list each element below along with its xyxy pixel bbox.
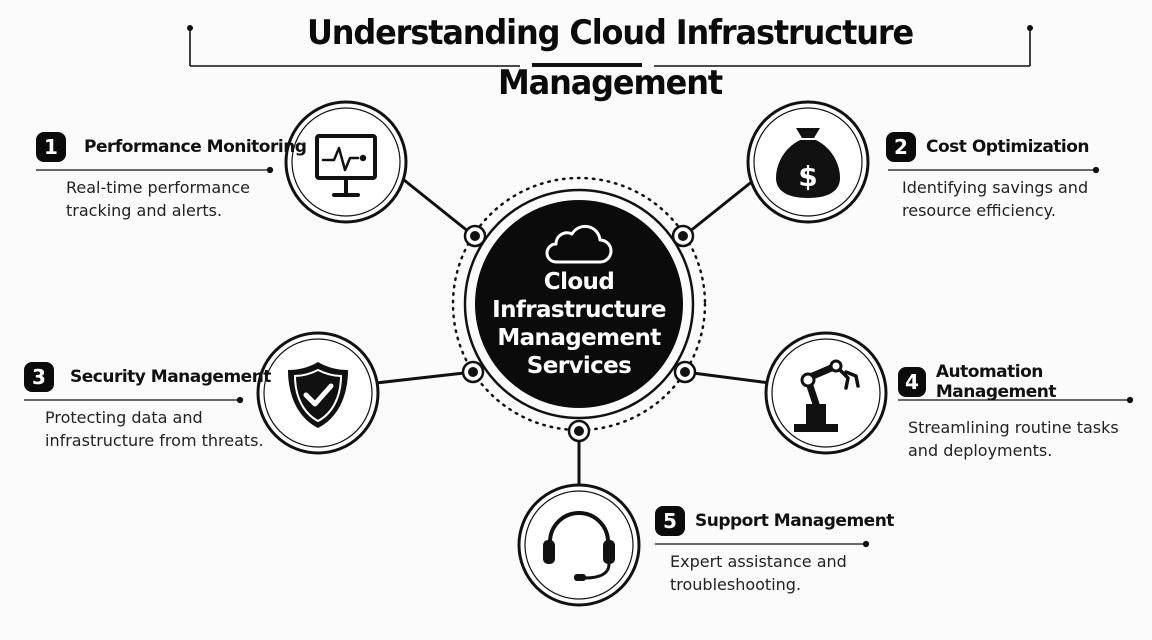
headset-icon (543, 511, 615, 581)
description-line: Identifying savings and (902, 178, 1089, 197)
hub-line: Cloud (543, 269, 615, 295)
description-line: Expert assistance and (670, 552, 847, 571)
robot-arm-icon (794, 359, 860, 432)
item-heading: 4 Automation Management (898, 362, 1152, 402)
hub-core (475, 200, 683, 408)
shield-check-icon (288, 362, 348, 428)
item-number-badge: 3 (24, 362, 54, 392)
item-title: Security Management (70, 367, 271, 387)
heading-underline-3 (24, 396, 244, 404)
money-bag-icon: $ (776, 128, 840, 198)
description-line: infrastructure from threats. (45, 431, 264, 450)
item-title: Cost Optimization (926, 137, 1090, 157)
item-security-management: 3 Security Management Protecting data an… (24, 362, 271, 452)
item-description: Identifying savings and resource efficie… (902, 176, 1089, 222)
description-line: Real-time performance (66, 178, 250, 197)
joint-dot-4 (673, 360, 697, 384)
item-title: Performance Monitoring (84, 137, 307, 157)
item-support-management: 5 Support Management Expert assistance a… (655, 506, 894, 596)
hub-label: Cloud Infrastructure Management Services (478, 268, 680, 380)
joint-dots (461, 224, 697, 443)
hub-line: Infrastructure (492, 297, 666, 323)
joint-dot-3 (461, 360, 485, 384)
item-title: Support Management (695, 511, 894, 531)
item-description: Protecting data and infrastructure from … (45, 406, 271, 452)
item-automation-management: 4 Automation Management Streamlining rou… (898, 362, 1152, 462)
heading-underline-2 (888, 166, 1100, 174)
heading-underline-4 (898, 396, 1134, 404)
item-description: Real-time performance tracking and alert… (66, 176, 306, 222)
description-line: resource efficiency. (902, 201, 1056, 220)
item-description: Expert assistance and troubleshooting. (670, 550, 894, 596)
icon-circle-5 (517, 483, 641, 607)
item-performance-monitoring: 1 Performance Monitoring Real-time perfo… (36, 132, 307, 222)
title-frame-dot-left (187, 25, 193, 31)
description-line: Protecting data and (45, 408, 203, 427)
item-heading: 2 Cost Optimization (886, 132, 1090, 162)
item-description: Streamlining routine tasks and deploymen… (908, 416, 1152, 462)
hub-line: Management (497, 325, 661, 351)
joint-dot-1 (463, 224, 487, 248)
item-number-badge: 5 (655, 506, 685, 536)
description-line: troubleshooting. (670, 575, 802, 594)
item-number-badge: 4 (898, 367, 926, 397)
item-heading: 5 Support Management (655, 506, 894, 536)
monitor-pulse-icon (315, 134, 377, 197)
description-line: and deployments. (908, 441, 1053, 460)
icon-circle-4 (764, 331, 888, 455)
item-heading: 3 Security Management (24, 362, 271, 392)
icon-circle-3 (256, 331, 380, 455)
item-heading: 1 Performance Monitoring (36, 132, 307, 162)
page-title: Understanding Cloud Infrastructure Manag… (306, 13, 914, 103)
icon-circle-1 (284, 100, 408, 224)
description-line: tracking and alerts. (66, 201, 223, 220)
joint-dot-5 (567, 419, 591, 443)
hub-dotted-ring (451, 176, 707, 432)
cloud-icon (545, 224, 613, 264)
title-frame-dot-right (1027, 25, 1033, 31)
description-line: Streamlining routine tasks (908, 418, 1119, 437)
icon-circle-2: $ (746, 100, 870, 224)
item-number-badge: 1 (36, 132, 66, 162)
title-underline (532, 63, 642, 67)
heading-underline-1 (36, 166, 274, 174)
item-title: Automation Management (935, 362, 1057, 402)
heading-underlines (24, 166, 1134, 548)
title-frame (189, 30, 1031, 67)
item-number-badge: 2 (886, 132, 916, 162)
item-cost-optimization: 2 Cost Optimization Identifying savings … (886, 132, 1090, 222)
hub-line: Services (526, 353, 632, 379)
svg-text:$: $ (798, 160, 817, 193)
joint-dot-2 (671, 224, 695, 248)
connectors (375, 178, 771, 486)
heading-underline-5 (655, 540, 870, 548)
